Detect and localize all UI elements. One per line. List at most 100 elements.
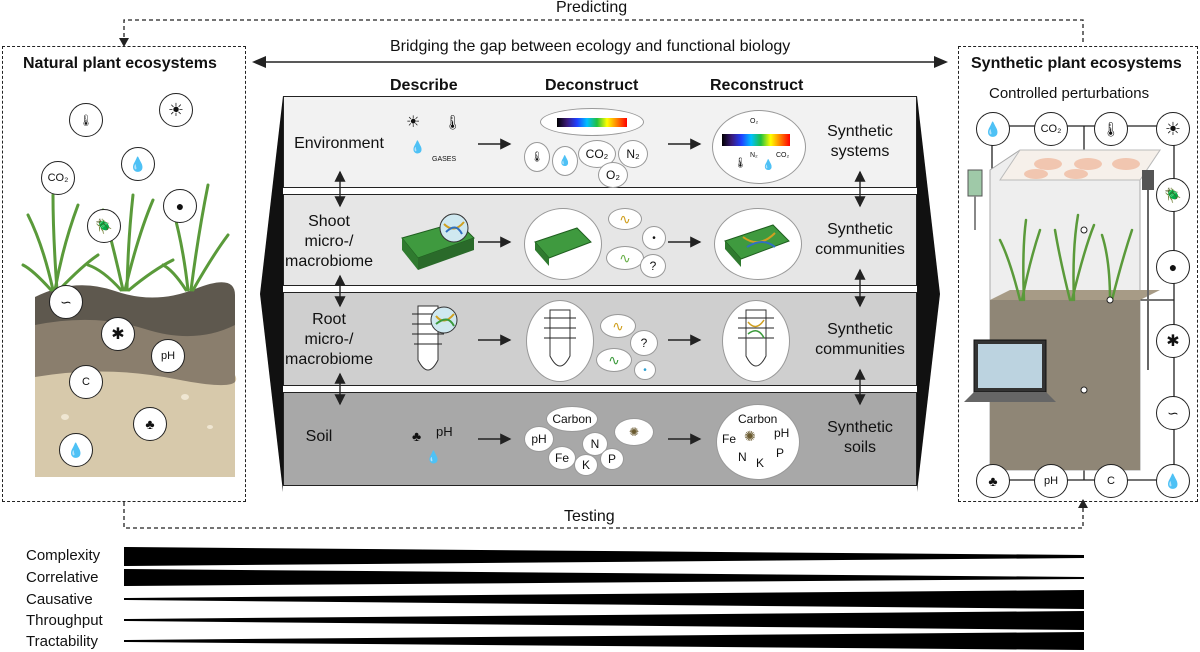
synthetic-label-shoot: Synthetic communities (806, 220, 914, 260)
row-label-root-text: Root micro-/ macrobiome (284, 311, 374, 368)
synthetic-ecosystems-subtitle: Controlled perturbations (989, 85, 1150, 102)
natural-ecosystems-title: Natural plant ecosystems (23, 55, 217, 72)
root-reconstruct-ellipse (722, 300, 790, 382)
growth-chamber-illustration (964, 125, 1175, 481)
soil-fe-ellipse: Fe (548, 446, 576, 470)
syn-sun-icon: ☀ (1156, 112, 1190, 146)
row-label-environment: Environment (294, 135, 384, 152)
env-reconstruct-ellipse (712, 110, 806, 184)
nematode-icon: ∽ (49, 285, 83, 319)
shoot-microbe-dot: • (642, 226, 666, 250)
natural-grass-illustration (21, 183, 230, 292)
framework-side-wedges (260, 96, 940, 492)
syn-fungi-icon: ✱ (1156, 324, 1190, 358)
scale-wedges (124, 547, 1084, 650)
testing-connector (123, 499, 1088, 529)
scale-label-correlative: Correlative (26, 569, 99, 586)
wedge-tractability (124, 632, 1084, 650)
column-describe: Describe (390, 77, 458, 94)
soil-aggregate-ellipse: ✺ (614, 418, 654, 446)
carbon-badge: C (69, 365, 103, 399)
soil-carbon-ellipse: Carbon (546, 406, 598, 432)
sun-icon: ☀ (159, 93, 193, 127)
soil-reconstruct-p: P (776, 446, 785, 460)
soil-describe-ph: pH (436, 424, 453, 439)
env-o2-ellipse: O₂ (598, 162, 628, 188)
microbe-icon: ● (163, 189, 197, 223)
env-light-spectrum-ellipse (540, 108, 644, 136)
syn-co2-badge: CO₂ (1034, 112, 1068, 146)
wedge-complexity (124, 547, 1084, 566)
scale-label-causative: Causative (26, 591, 93, 608)
env-n2-ellipse: N₂ (618, 140, 648, 168)
root-microbe-green: ∿ (596, 348, 632, 372)
row-label-soil: Soil (305, 428, 333, 445)
soil-reconstruct-fe: Fe (722, 432, 737, 446)
env-reconstruct-spectrum (722, 134, 790, 146)
natural-ecosystems-panel: Natural plant ecosystems 🌡 ☀ CO₂ 💧 🪲 ● ∽… (2, 46, 246, 502)
wedge-causative (124, 590, 1084, 609)
row-label-shoot-text: Shoot micro-/ macrobiome (284, 213, 374, 270)
syn-water-icon: 💧 (1156, 464, 1190, 498)
soil-nutrient-icon: ♣ (412, 428, 422, 444)
temperature-icon: 🌡 (69, 103, 103, 137)
bridge-label: Bridging the gap between ecology and fun… (390, 38, 791, 55)
syn-microbe-icon: ● (1156, 250, 1190, 284)
root-microbe-blue: • (634, 360, 656, 380)
synthetic-label-root: Synthetic communities (806, 320, 914, 360)
synthetic-label-root-text: Synthetic communities (815, 321, 905, 358)
synthetic-label-shoot-text: Synthetic communities (815, 221, 905, 258)
root-illustration (412, 305, 458, 371)
water-icon: 💧 (59, 433, 93, 467)
root-question-ellipse: ? (630, 330, 658, 356)
env-reconstruct-drop-icon: 💧 (762, 160, 775, 171)
predicting-label: Predicting (550, 0, 634, 17)
soil-reconstruct-n: N (738, 450, 747, 464)
root-microbe-yellow: ∿ (600, 314, 636, 338)
env-drop-ellipse: 💧 (552, 146, 578, 176)
env-sun-icon: ☀ (406, 114, 421, 131)
nutrient-icon: ♣ (133, 407, 167, 441)
syn-nutrient-icon: ♣ (976, 464, 1010, 498)
row-label-shoot: Shoot micro-/ macrobiome (284, 212, 374, 272)
env-thermometer-ellipse: 🌡 (524, 142, 550, 172)
insect-icon: 🪲 (87, 209, 121, 243)
root-deconstruct-root (544, 309, 576, 367)
root-reconstruct-root (738, 309, 774, 367)
co2-badge: CO₂ (41, 161, 75, 195)
env-co2-ellipse: CO₂ (578, 140, 616, 168)
soil-reconstruct-aggregate: ✺ (744, 428, 756, 444)
synthetic-ecosystems-title: Synthetic plant ecosystems (971, 55, 1182, 72)
predicting-connector (119, 19, 1084, 47)
env-thermometer-icon: 🌡 (444, 114, 462, 130)
env-reconstruct-o2: O₂ (750, 118, 759, 125)
wedge-throughput (124, 611, 1084, 630)
shoot-deconstruct-leaf (534, 227, 592, 266)
shoot-question-ellipse: ? (640, 254, 666, 278)
env-gases-label: GASES (432, 156, 457, 163)
syn-thermometer-icon: 🌡 (1094, 112, 1128, 146)
scale-label-complexity: Complexity (26, 547, 101, 564)
syn-humidity-icon: 💧 (976, 112, 1010, 146)
soil-drop-icon: 💧 (426, 450, 441, 464)
soil-reconstruct-ellipse (716, 404, 800, 480)
humidity-icon: 💧 (121, 147, 155, 181)
synthetic-ecosystems-panel: Synthetic plant ecosystems Controlled pe… (958, 46, 1198, 502)
root-deconstruct-ellipse (526, 300, 594, 382)
syn-nematode-icon: ∽ (1156, 396, 1190, 430)
soil-n-ellipse: N (582, 432, 608, 456)
env-drop-icon: 💧 (410, 140, 425, 154)
syn-ph-badge: pH (1034, 464, 1068, 498)
synthetic-label-soil-text: Synthetic soils (827, 419, 893, 456)
soil-ph-ellipse: pH (524, 426, 554, 452)
syn-carbon-badge: C (1094, 464, 1128, 498)
shoot-microbe-yellow: ∿ (608, 208, 642, 230)
synthetic-label-environment-text: Synthetic systems (827, 123, 893, 160)
shoot-deconstruct-leaf-ellipse (524, 208, 602, 280)
fungi-icon: ✱ (101, 317, 135, 351)
shoot-reconstruct-leaf-ellipse (714, 208, 802, 280)
shoot-microbe-green: ∿ (606, 246, 644, 270)
scale-label-tractability: Tractability (26, 633, 98, 650)
column-deconstruct: Deconstruct (545, 77, 639, 94)
env-reconstruct-co2: CO₂ (776, 152, 790, 159)
